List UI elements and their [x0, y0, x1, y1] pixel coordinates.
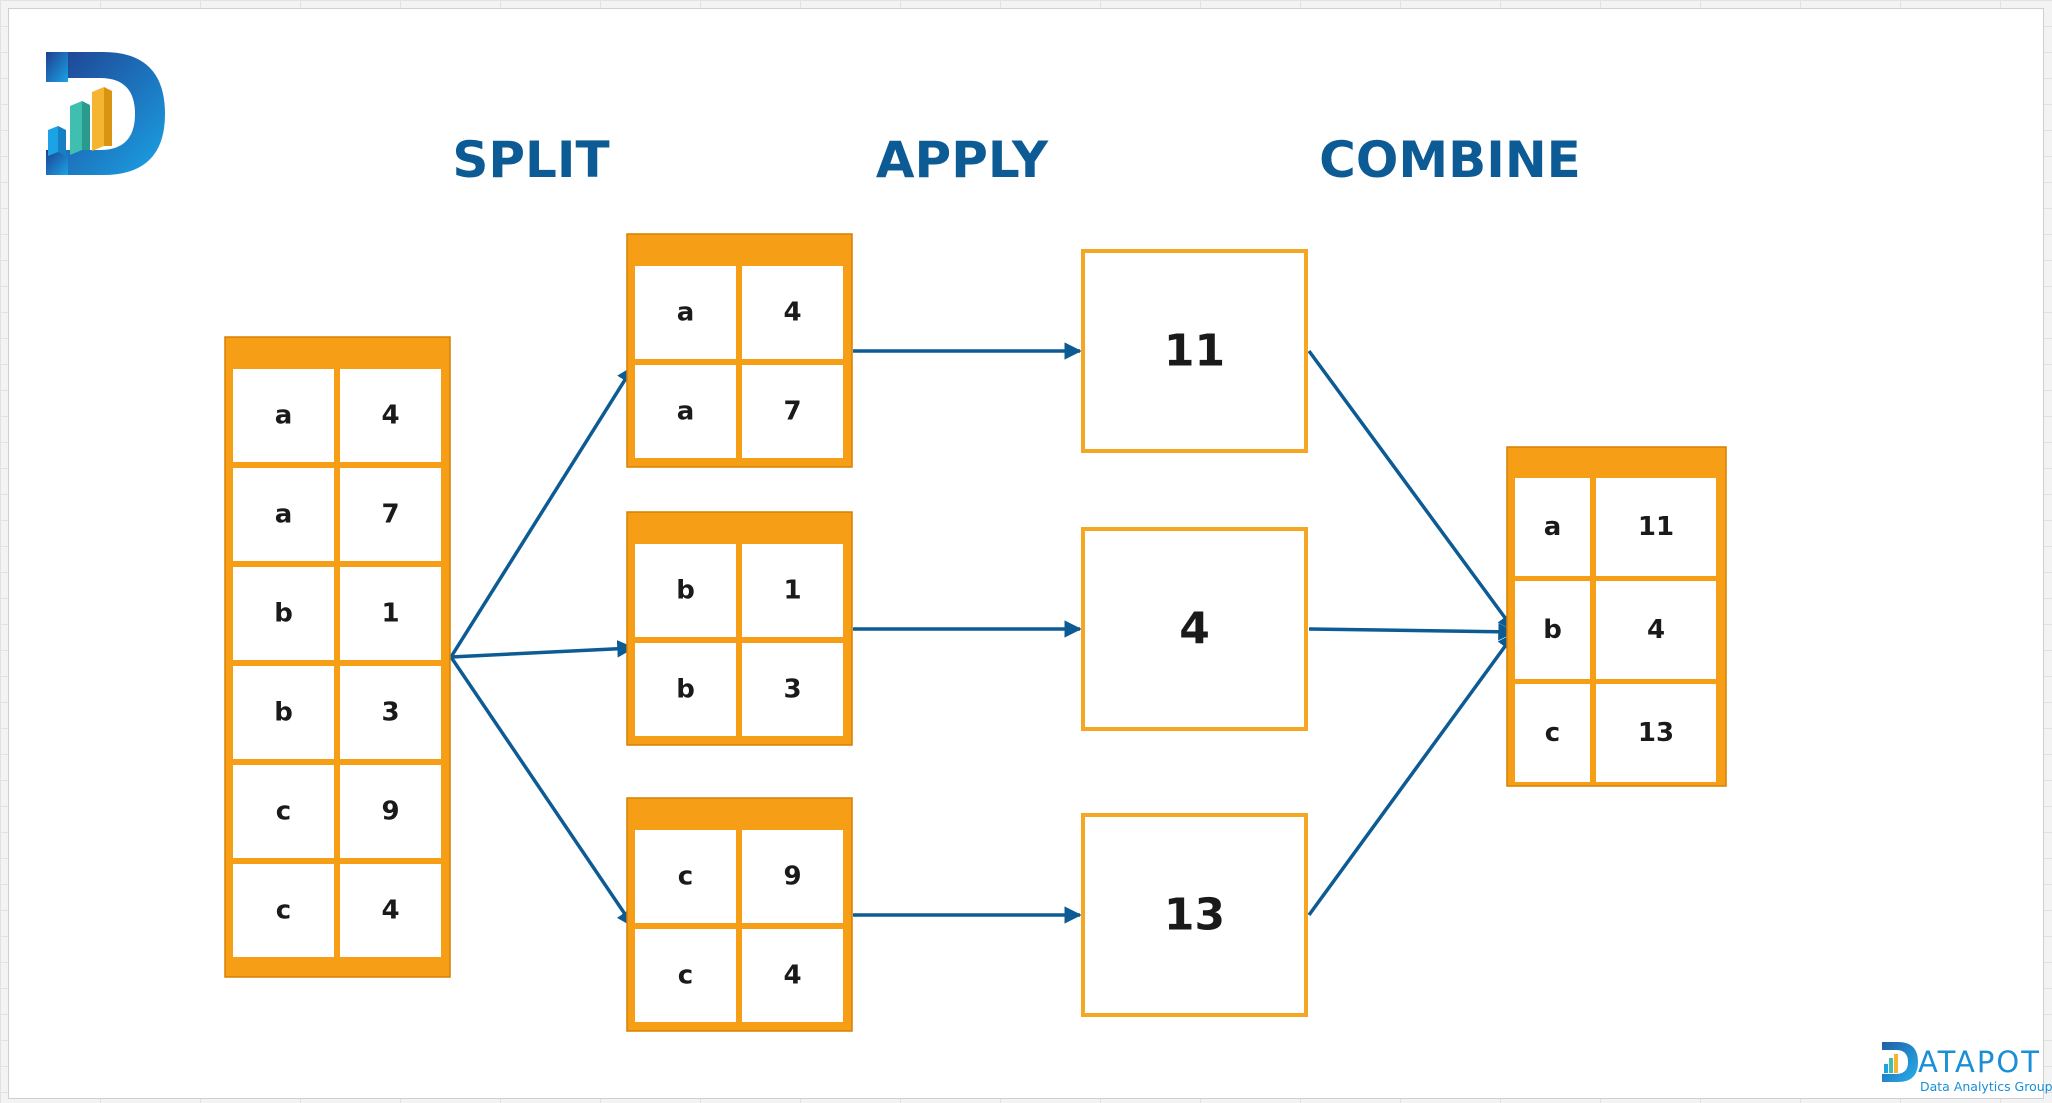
split-table-0-key: a [677, 397, 695, 427]
split-table-2-value: 9 [783, 862, 801, 892]
apply-result-b-box [1081, 527, 1308, 731]
source-table-cell [233, 567, 334, 660]
source-table-cell [340, 864, 441, 957]
combined-table-key: c [1545, 718, 1560, 748]
combined-table-cell [1596, 684, 1716, 782]
split-table-1-value: 1 [783, 576, 801, 606]
combine-arrow-a [1307, 349, 1516, 632]
combined-table-value: 4 [1647, 615, 1665, 645]
split-table-1-key: b [676, 576, 695, 606]
split-arrow-b [450, 640, 635, 659]
apply-heading: APPLY [876, 131, 1049, 189]
source-table-key: a [275, 401, 293, 431]
apply-result-a-value: 11 [1164, 326, 1225, 377]
arrows [449, 342, 1516, 928]
apply-result-a-box [1081, 249, 1308, 453]
source-table-cell [340, 765, 441, 858]
datapot-d-small-icon [1882, 1042, 1918, 1082]
brand-name: ATAPOT [1918, 1045, 2041, 1079]
source-table-key: a [275, 500, 293, 530]
source-table: a 4 a 7 b 1 b 3 c 9 c 4 [224, 336, 451, 978]
combined-table-cell [1515, 581, 1590, 679]
combine-heading: COMBINE [1319, 131, 1581, 189]
source-table-cell [233, 765, 334, 858]
source-table-cell [233, 369, 334, 462]
brand-tagline: Data Analytics Group [1920, 1079, 2052, 1094]
apply-result-c: 13 [1081, 813, 1308, 1017]
source-table-value: 4 [381, 896, 399, 926]
datapot-d-logo-icon [46, 52, 165, 175]
source-table-cell [340, 567, 441, 660]
split-table-0-cell [742, 266, 843, 359]
split-table-2-cell [635, 830, 736, 923]
split-arrow-c [449, 656, 635, 928]
split-table-0-cell [635, 266, 736, 359]
split-table-0-cell [742, 365, 843, 458]
split-table-2-cell [742, 929, 843, 1022]
combine-arrow-b [1308, 623, 1516, 641]
apply-result-a: 11 [1081, 249, 1308, 453]
combine-arrow-c [1307, 632, 1516, 917]
source-table-value: 1 [381, 599, 399, 629]
split-table-2-key: c [678, 961, 693, 991]
split-table-1-cell [635, 643, 736, 736]
source-table-cell [340, 468, 441, 561]
source-table-cell [233, 864, 334, 957]
combined-table-cell [1596, 478, 1716, 576]
apply-result-b: 4 [1081, 527, 1308, 731]
split-table-a: a 4 a 7 [626, 233, 853, 468]
source-table-cell [233, 468, 334, 561]
combined-table-value: 13 [1638, 718, 1674, 748]
split-table-0-value: 7 [783, 397, 801, 427]
source-table-cell [340, 369, 441, 462]
split-table-1-cell [742, 544, 843, 637]
combined-table-cell [1596, 581, 1716, 679]
split-table-0-value: 4 [783, 298, 801, 328]
source-table-key: c [276, 797, 291, 827]
split-table-c: c 9 c 4 [626, 797, 853, 1032]
combined-table-cell [1515, 684, 1590, 782]
apply-result-b-value: 4 [1179, 604, 1210, 655]
source-table-cell [233, 666, 334, 759]
split-table-1-value: 3 [783, 675, 801, 705]
split-table-1-cell [635, 544, 736, 637]
split-table-0-cell [635, 365, 736, 458]
split-arrow-a [449, 365, 635, 658]
source-table-key: b [274, 599, 293, 629]
source-table-value: 9 [381, 797, 399, 827]
combined-table-value: 11 [1638, 512, 1674, 542]
combined-table: a 11 b 4 c 13 [1506, 446, 1727, 787]
split-table-b: b 1 b 3 [626, 511, 853, 746]
combined-table-key: a [1544, 512, 1562, 542]
datapot-brand: ATAPOT Data Analytics Group [1882, 1042, 2052, 1094]
split-table-0-key: a [677, 298, 695, 328]
source-table-value: 3 [381, 698, 399, 728]
split-heading: SPLIT [452, 131, 609, 189]
combined-table-cell [1515, 478, 1590, 576]
split-table-1-key: b [676, 675, 695, 705]
source-table-value: 4 [381, 401, 399, 431]
source-table-key: b [274, 698, 293, 728]
apply-result-c-value: 13 [1164, 890, 1225, 941]
source-table-key: c [276, 896, 291, 926]
combined-table-key: b [1543, 615, 1562, 645]
split-table-1-cell [742, 643, 843, 736]
split-table-2-value: 4 [783, 961, 801, 991]
split-table-2-cell [742, 830, 843, 923]
split-table-2-key: c [678, 862, 693, 892]
split-table-2-cell [635, 929, 736, 1022]
source-table-value: 7 [381, 500, 399, 530]
apply-result-c-box [1081, 813, 1308, 1017]
source-table-cell [340, 666, 441, 759]
